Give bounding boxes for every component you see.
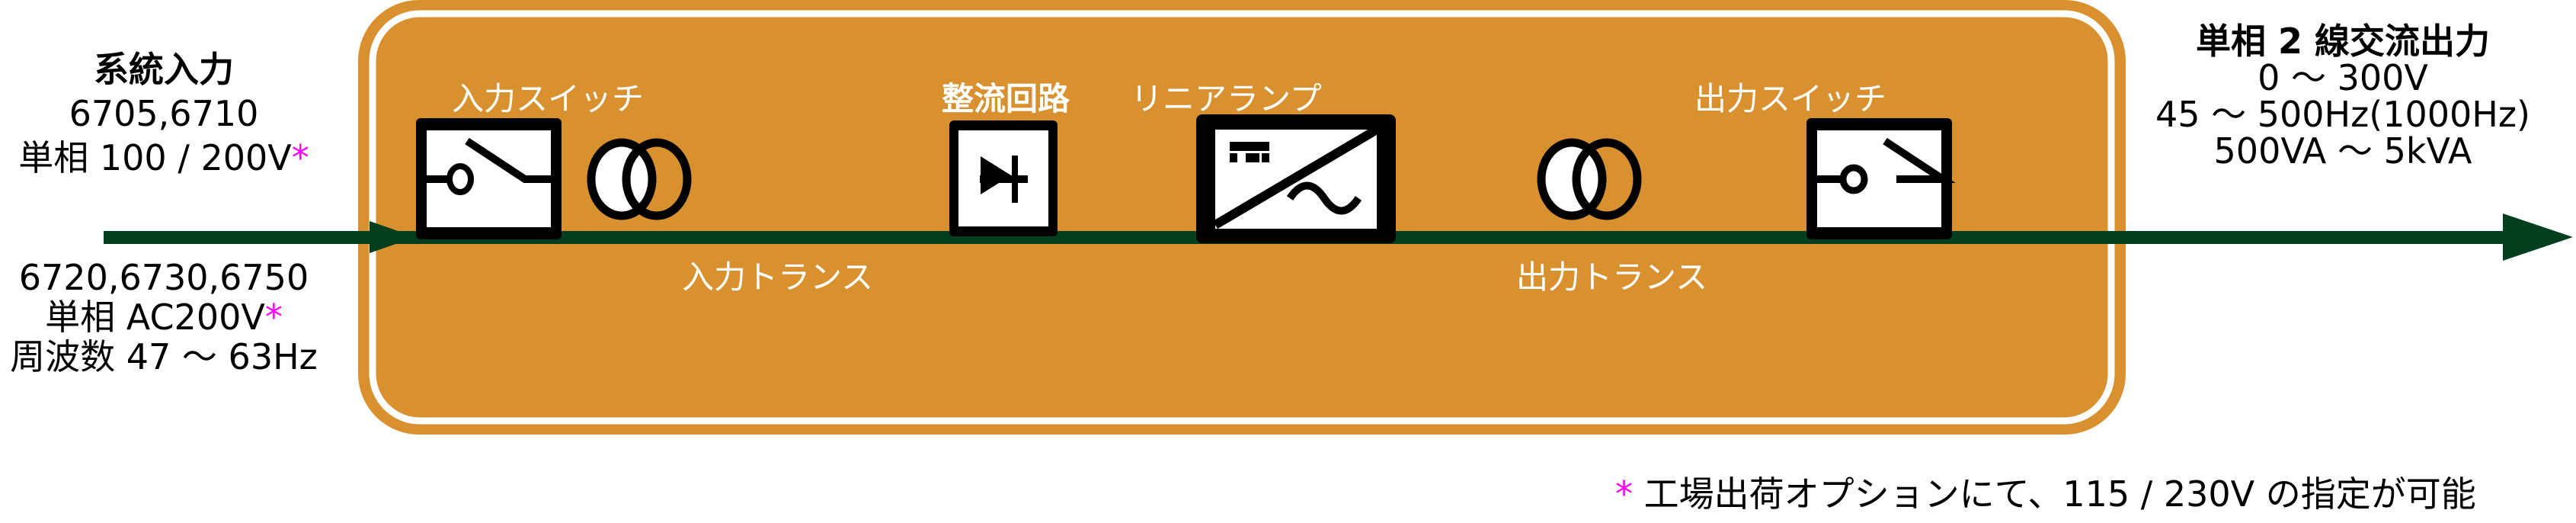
input-models-1: 6705,6710 [69,93,259,134]
label-input-switch: 入力スイッチ [452,80,645,117]
footnote-text: 工場出荷オプションにて、115 / 230V の指定が可能 [1633,473,2476,515]
input-transformer-icon [587,138,692,220]
output-voltage: 0 ～ 300V [2258,57,2428,98]
input-voltage-1: 単相 100 / 200V* [18,137,309,178]
asterisk-icon: * [264,297,283,338]
input-frequency: 周波数 47 ～ 63Hz [10,336,318,377]
input-spec-group-1: 系統入力 6705,6710 単相 100 / 200V* [0,47,328,180]
output-spec: 単相 2 線交流出力 0 ～ 300V 45 ～ 500Hz(1000Hz) 5… [2126,23,2560,169]
label-rectifier: 整流回路 [942,80,1070,117]
input-title: 系統入力 [94,49,234,90]
input-models-2: 6720,6730,6750 [18,257,309,298]
input-switch-icon [416,118,562,239]
input-voltage-2: 単相 AC200V* [45,297,283,338]
label-output-transformer: 出力トランス [1516,258,1708,296]
output-arrow-icon [2503,213,2573,261]
input-arrow-icon [370,221,415,253]
output-switch-icon [1806,118,1956,239]
asterisk-icon: * [291,137,309,178]
system-panel-border [369,10,2115,425]
label-linear-amp: リニアランプ [1131,80,1322,117]
output-transformer-icon [1537,138,1642,220]
linear-amp-converter-icon [1196,114,1396,243]
output-frequency: 45 ～ 500Hz(1000Hz) [2155,94,2530,135]
label-input-transformer: 入力トランス [682,258,874,296]
asterisk-icon: * [1615,473,1633,515]
input-spec-group-2: 6720,6730,6750 単相 AC200V* 周波数 47 ～ 63Hz [0,258,328,377]
footnote: * 工場出荷オプションにて、115 / 230V の指定が可能 [1615,467,2476,517]
rectifier-diode-icon [949,120,1058,236]
output-capacity: 500VA ～ 5kVA [2213,130,2472,172]
label-output-switch: 出力スイッチ [1694,80,1887,117]
output-title: 単相 2 線交流出力 [2195,21,2491,62]
